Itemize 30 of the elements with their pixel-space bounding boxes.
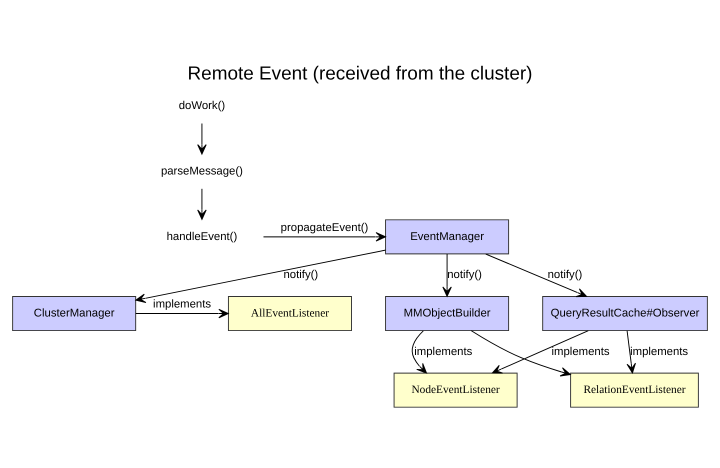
node-text: doWork()	[178, 100, 226, 112]
node-text: handleEvent()	[166, 230, 238, 243]
arrow	[197, 188, 207, 220]
edge-label: implements	[153, 298, 212, 310]
edge-label: implements	[414, 346, 472, 358]
node-box: ClusterManager	[12, 296, 136, 332]
arrow	[485, 254, 587, 298]
node-box: NodeEventListener	[394, 372, 518, 408]
edge-label: implements	[630, 346, 688, 358]
edge-label: notify()	[284, 269, 318, 282]
arrow	[135, 308, 229, 318]
arrow	[442, 254, 452, 297]
node-box: QueryResultCache#Observer	[542, 296, 708, 332]
arrow	[135, 250, 386, 303]
node-box: MMObjectBuilder	[385, 296, 510, 332]
edge-label: implements	[552, 346, 610, 358]
edge-label: notify()	[447, 269, 482, 282]
edge-label: notify()	[548, 269, 582, 282]
arrow	[263, 232, 386, 242]
arrow	[492, 330, 589, 374]
edge-label: propagateEvent()	[280, 222, 368, 234]
arrow	[412, 330, 427, 374]
arrow	[470, 330, 571, 376]
node-text: parseMessage()	[160, 165, 243, 178]
node-box: AllEventListener	[228, 296, 352, 332]
arrow	[626, 330, 636, 374]
arrow	[197, 123, 207, 155]
node-box: RelationEventListener	[570, 372, 699, 408]
diagram-title: Remote Event (received from the cluster)	[188, 64, 532, 85]
node-box: EventManager	[385, 219, 510, 254]
